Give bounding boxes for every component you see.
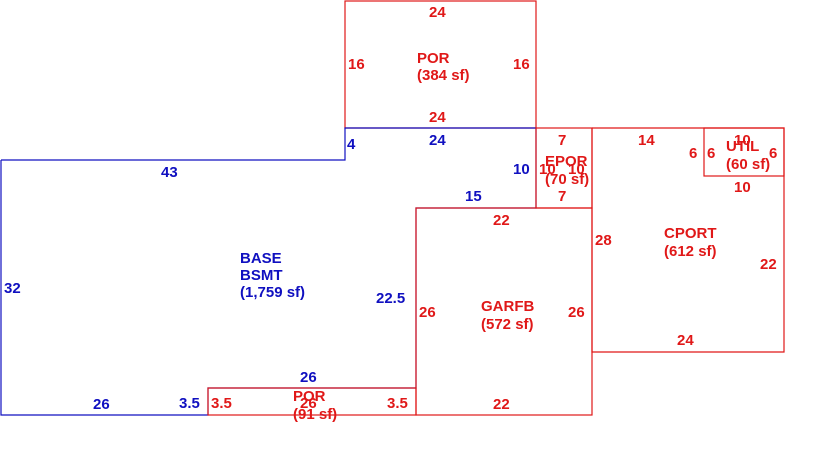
base-code: BASE [240, 250, 282, 267]
dim-epor-left: 10 [539, 161, 556, 178]
dim-util-bottom: 10 [734, 179, 751, 196]
util-area: (60 sf) [726, 156, 770, 173]
epor-code: EPOR [545, 153, 588, 170]
base-sub: BSMT [240, 267, 283, 284]
dim-por-bottom-top: 26 [300, 395, 317, 412]
dim-por-top-bottom: 24 [429, 109, 446, 126]
dim-por-bottom-left: 3.5 [211, 395, 232, 412]
sketch-outlines [0, 0, 785, 416]
dim-base-bottom-a: 26 [300, 369, 317, 386]
cport-area: (612 sf) [664, 243, 717, 260]
por-top-area: (384 sf) [417, 67, 470, 84]
dim-base-top-a: 4 [347, 136, 356, 153]
area-labels: POR (384 sf) BASE BSMT (1,759 sf) EPOR (… [240, 50, 770, 423]
garfb-outline [415, 207, 593, 416]
epor-area: (70 sf) [545, 171, 589, 188]
dim-por-top-left: 16 [348, 56, 365, 73]
util-outline [703, 127, 785, 177]
dim-garfb-right: 26 [568, 304, 585, 321]
por-bottom-outline [207, 387, 417, 416]
dim-base-top-c: 43 [161, 164, 178, 181]
dim-cport-top: 14 [638, 132, 655, 149]
dim-por-bottom-right: 3.5 [387, 395, 408, 412]
dim-util-top: 10 [734, 132, 751, 149]
por-bottom-code: POR [293, 388, 326, 405]
dim-cport-util-step: 6 [689, 145, 697, 162]
dim-base-top-b: 24 [429, 132, 446, 149]
dim-base-left: 32 [4, 280, 21, 297]
dim-base-bottom-b: 3.5 [179, 395, 200, 412]
dim-cport-right: 22 [760, 256, 777, 273]
dim-garfb-bottom: 22 [493, 396, 510, 413]
garfb-area: (572 sf) [481, 316, 534, 333]
dim-cport-left: 28 [595, 232, 612, 249]
dim-epor-bottom: 7 [558, 188, 566, 205]
dim-garfb-top: 22 [493, 212, 510, 229]
por-top-code: POR [417, 50, 450, 67]
dim-epor-top: 7 [558, 132, 566, 149]
garfb-code: GARFB [481, 298, 534, 315]
cport-code: CPORT [664, 225, 717, 242]
dim-base-bottom-c: 26 [93, 396, 110, 413]
dim-garfb-left: 26 [419, 304, 436, 321]
dim-cport-bottom: 24 [677, 332, 694, 349]
util-code: UTIL [726, 138, 759, 155]
base-area: (1,759 sf) [240, 284, 305, 301]
dim-base-right-b: 15 [465, 188, 482, 205]
dimension-labels: 24 16 16 24 4 24 43 10 15 32 22.5 26 3.5… [4, 4, 777, 413]
dim-util-right: 6 [769, 145, 777, 162]
dim-base-right-a: 10 [513, 161, 530, 178]
dim-por-top-top: 24 [429, 4, 446, 21]
dim-por-top-right: 16 [513, 56, 530, 73]
dim-util-left: 6 [707, 145, 715, 162]
dim-epor-right: 10 [568, 161, 585, 178]
dim-base-inner: 22.5 [376, 290, 405, 307]
por-bottom-area: (91 sf) [293, 406, 337, 423]
